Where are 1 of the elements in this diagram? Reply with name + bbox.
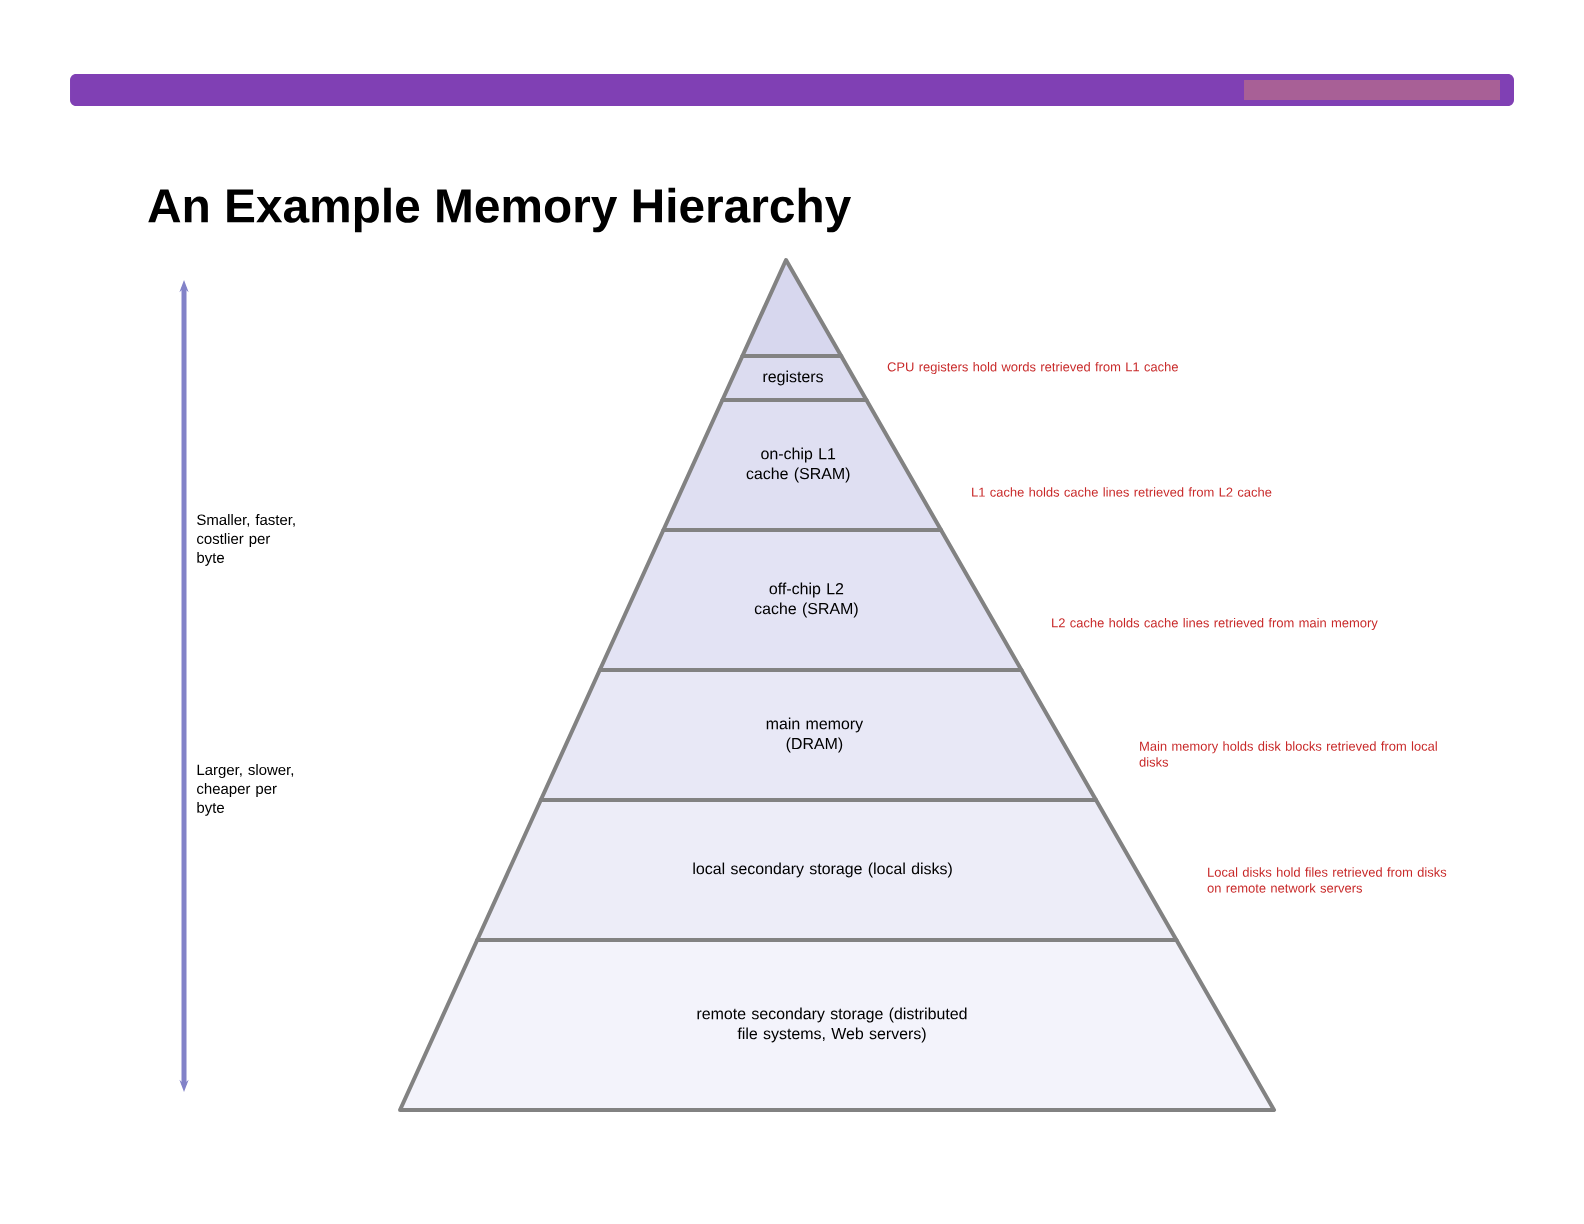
slide-title: An Example Memory Hierarchy <box>148 187 851 233</box>
